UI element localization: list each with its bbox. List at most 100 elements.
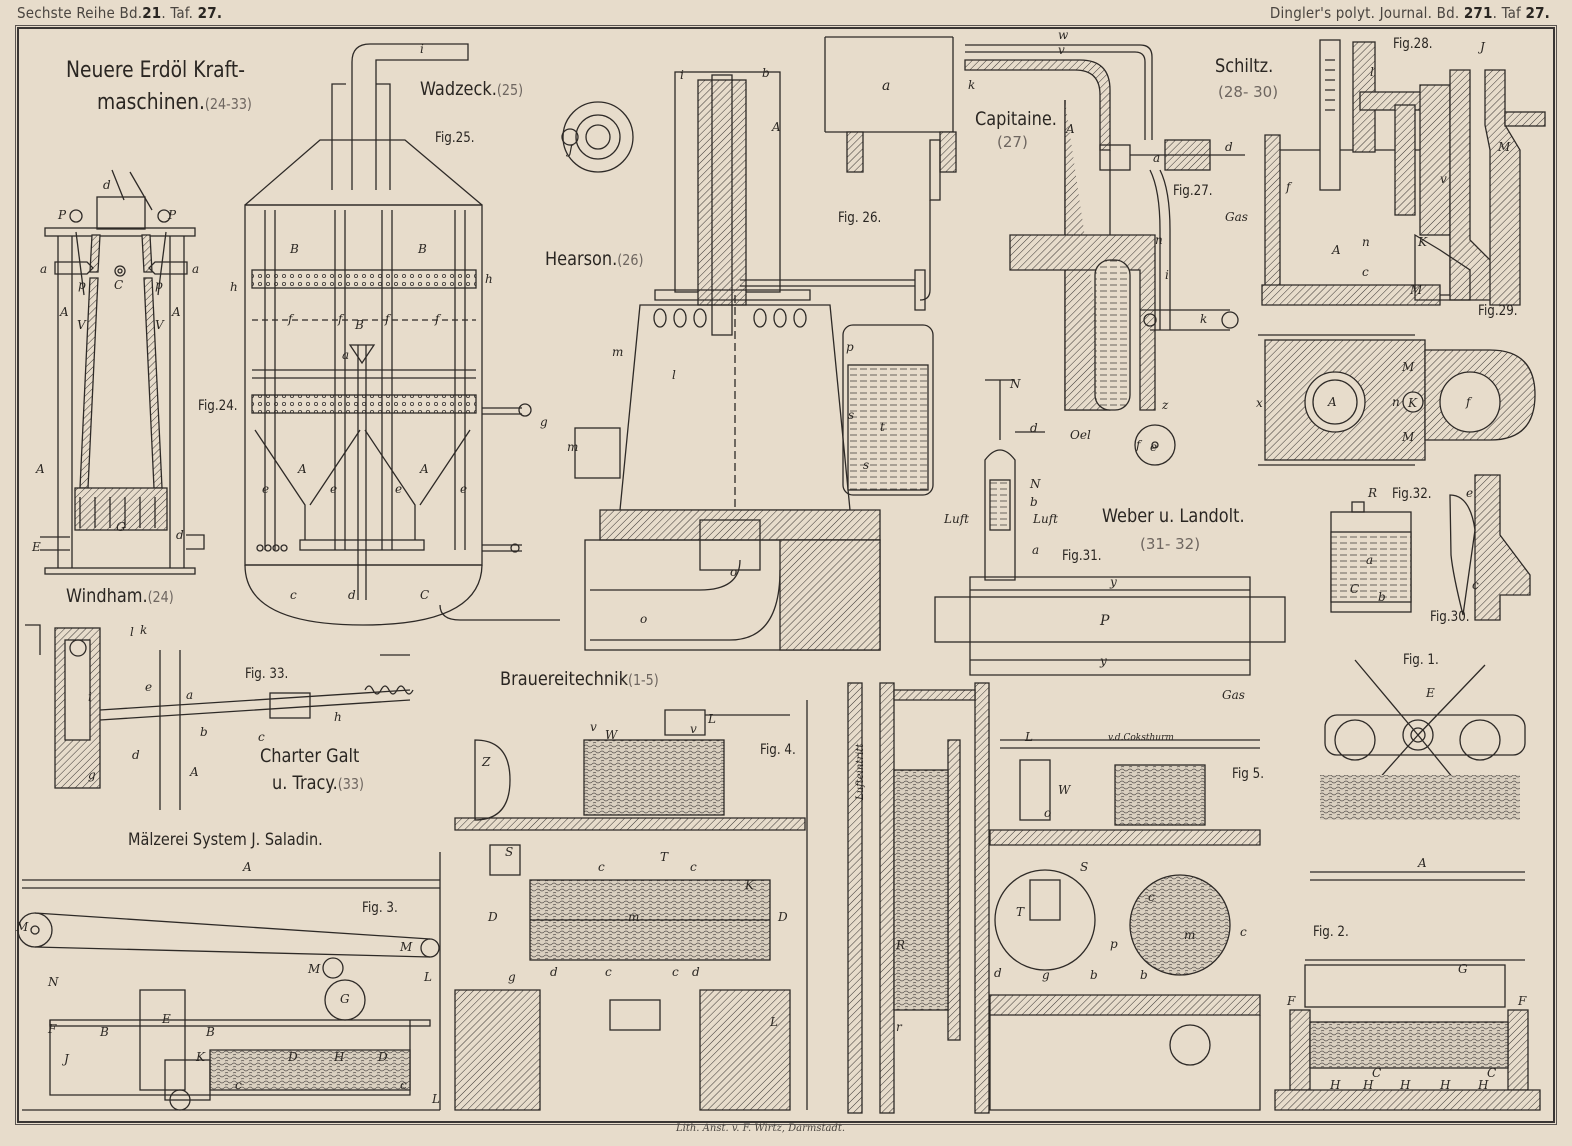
part-letter: e: [262, 482, 270, 496]
part-letter: y: [1110, 575, 1117, 589]
annotation-lufteintritt: Lufteintritt: [855, 743, 866, 800]
fig-caption-5: Fig 5.: [1232, 766, 1264, 782]
plate-prefix: Taf: [1501, 4, 1521, 22]
part-letter: K: [1408, 396, 1417, 410]
part-letter: f: [1136, 438, 1141, 452]
part-letter: D: [488, 910, 498, 924]
part-letter: A: [298, 462, 307, 476]
fig1-fig2-turner-drawings: [1274, 659, 1541, 1111]
part-letter: k: [140, 623, 148, 637]
part-letter: B: [290, 242, 299, 256]
section-title-text: Wadzeck.: [420, 78, 497, 100]
part-letter: A: [190, 765, 199, 779]
part-letter: p: [78, 278, 86, 292]
part-letter: t: [880, 420, 885, 434]
fig-caption-30: Fig.30.: [1430, 609, 1470, 625]
part-letter: B: [355, 318, 364, 332]
part-letter: c: [598, 860, 605, 874]
part-letter: x: [1256, 396, 1263, 410]
part-letter: f: [338, 312, 343, 326]
part-letter: v: [1058, 43, 1065, 57]
section-title-text: maschinen.: [97, 90, 205, 115]
part-letter: m: [567, 440, 579, 454]
part-letter: d: [692, 965, 700, 979]
part-letter: n: [1392, 395, 1400, 409]
part-letter: i: [680, 68, 684, 82]
part-letter: w: [1058, 28, 1069, 42]
fig-caption-2: Fig. 2.: [1313, 924, 1349, 940]
part-letter: F: [48, 1022, 57, 1036]
lithographer-credit: Lith. Anst. v. F. Wirtz, Darmstadt.: [676, 1123, 846, 1134]
part-letter: B: [418, 242, 427, 256]
part-letter: i: [420, 42, 424, 56]
part-letter: p: [846, 340, 854, 354]
part-letter: l: [672, 368, 676, 382]
part-letter: L: [432, 1092, 440, 1106]
part-letter: c: [290, 588, 297, 602]
part-letter: A: [243, 860, 252, 874]
fig25-wadzeck-drawing: [244, 43, 560, 626]
part-letter: a: [192, 262, 200, 276]
section-title-brauereitechnik: Brauereitechnik(1-5): [500, 668, 659, 690]
part-letter: C: [114, 278, 124, 292]
part-letter: d: [176, 528, 184, 542]
part-letter: k: [968, 78, 976, 92]
section-title-schiltz: Schiltz.: [1215, 55, 1274, 77]
part-letter: P: [1100, 613, 1110, 629]
part-letter: d: [1225, 140, 1233, 154]
section-range: (24-33): [204, 95, 252, 113]
part-letter: g: [540, 415, 548, 429]
part-letter: b: [1090, 968, 1098, 982]
fig29-schiltz-plan-drawing: [1258, 334, 1536, 466]
part-letter: p: [155, 278, 163, 292]
part-letter: a: [1032, 543, 1040, 557]
annotation-coksthurm: v.d.Coksthurm: [1108, 733, 1174, 743]
part-letter: T: [660, 850, 669, 864]
part-letter: B: [206, 1025, 215, 1039]
volume-prefix: Bd.: [119, 4, 143, 22]
part-letter: g: [1042, 968, 1050, 982]
part-letter: e: [395, 482, 403, 496]
part-letter: c: [605, 965, 612, 979]
part-letter: L: [770, 1015, 778, 1029]
part-letter: b: [762, 66, 770, 80]
part-letter: c: [258, 730, 265, 744]
part-letter: a: [40, 262, 48, 276]
part-letter: c: [1362, 265, 1369, 279]
part-letter: b: [1030, 495, 1038, 509]
part-letter: P: [168, 208, 177, 222]
volume-prefix: Bd.: [1436, 4, 1460, 22]
section-range: (24): [147, 588, 174, 606]
part-letter: h: [334, 710, 342, 724]
fig5-malting-tower-drawing: [847, 682, 1261, 1114]
part-letter: D: [378, 1050, 388, 1064]
section-title-windham: Windham.(24): [66, 585, 174, 607]
section-title-text: Brauereitechnik: [500, 668, 628, 690]
journal-name: Dingler's polyt. Journal.: [1269, 4, 1433, 22]
part-letter: D: [778, 910, 788, 924]
part-letter: a: [1153, 151, 1161, 165]
part-letter: p: [1110, 937, 1118, 951]
running-header-left: Sechste Reihe Bd.21. Taf. 27.: [17, 4, 223, 22]
annotation-oel: Oel: [1070, 428, 1091, 442]
part-letter: a: [342, 348, 350, 362]
part-letter: F: [1518, 994, 1527, 1008]
part-letter: y: [1100, 654, 1107, 668]
part-letter: M: [1402, 430, 1415, 444]
part-letter: F: [1287, 994, 1296, 1008]
part-letter: A: [1066, 122, 1075, 136]
part-letter: m: [1184, 928, 1196, 942]
part-letter: c: [690, 860, 697, 874]
fig-caption-25: Fig.25.: [435, 130, 475, 146]
part-letter: M: [1498, 140, 1511, 154]
section-range: (25): [496, 81, 524, 99]
part-letter: f: [1286, 180, 1291, 194]
section-title-saladin: Mälzerei System J. Saladin.: [128, 830, 323, 850]
annotation-luft-left: Luft: [944, 512, 969, 526]
part-letter: G: [116, 520, 126, 534]
part-letter: f: [288, 312, 293, 326]
part-letter: b: [1140, 968, 1148, 982]
part-letter: L: [1025, 730, 1033, 744]
part-letter: z: [1162, 398, 1169, 412]
part-letter: W: [1058, 783, 1071, 797]
